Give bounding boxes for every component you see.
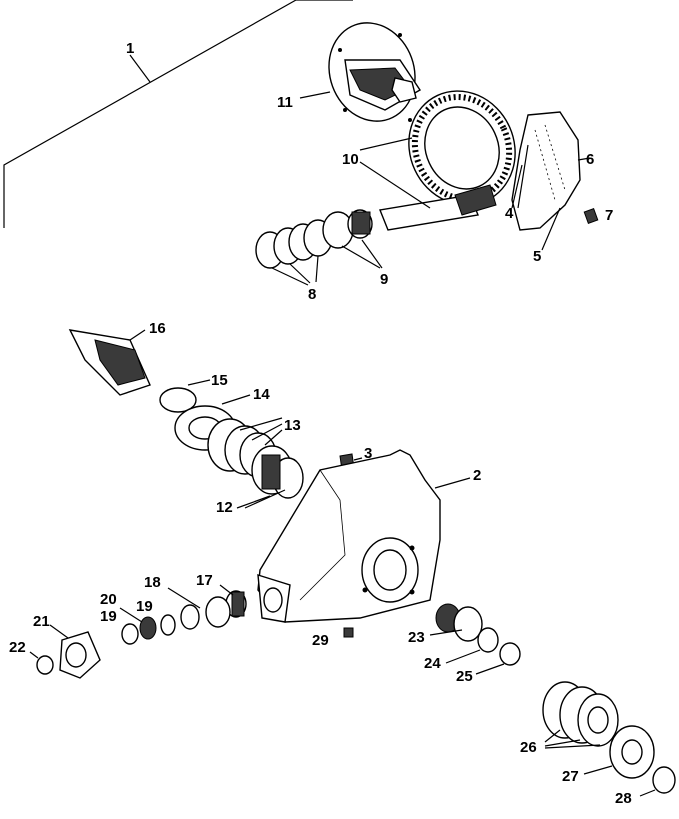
thrust-bushing: [475, 642, 521, 675]
callout-1: 1: [126, 40, 134, 57]
callout-2: 2: [473, 467, 481, 484]
callout-12: 12: [216, 499, 233, 516]
callout-18: 18: [144, 574, 161, 591]
callout-labels: 1 2 3 4 5 6 7 8 9 10 11 12 13 14 15 16 1…: [9, 40, 632, 807]
callout-19b: 19: [100, 608, 117, 625]
callout-3: 3: [364, 445, 372, 462]
callout-9: 9: [380, 271, 388, 288]
shaft-seal: [159, 379, 211, 413]
callout-7: 7: [605, 207, 613, 224]
callout-28: 28: [615, 790, 632, 807]
callout-14: 14: [253, 386, 270, 403]
bearing-cup: [167, 587, 231, 628]
callout-23: 23: [408, 629, 425, 646]
callout-5: 5: [533, 248, 541, 265]
callout-4: 4: [505, 205, 514, 222]
spline-gear: [119, 607, 157, 640]
callout-6: 6: [586, 151, 594, 168]
callout-16: 16: [149, 320, 166, 337]
callout-15: 15: [211, 372, 228, 389]
drive-housing: [257, 449, 471, 623]
callout-24: 24: [424, 655, 441, 672]
axle-flange: [583, 725, 655, 779]
plug-bolt: [583, 208, 599, 224]
callout-27: 27: [562, 768, 579, 785]
callout-22: 22: [9, 639, 26, 656]
axle-spacers: [542, 681, 619, 749]
pinion-shaft: [359, 137, 497, 231]
callout-20: 20: [100, 591, 117, 608]
cover-seal: [29, 651, 54, 675]
callout-8: 8: [308, 286, 316, 303]
input-shaft: [68, 329, 151, 396]
drain-plug: [343, 627, 354, 638]
side-gear: [429, 603, 483, 642]
callout-11: 11: [277, 94, 293, 111]
shim-stack: [255, 219, 333, 286]
end-cover: [49, 624, 101, 679]
callout-10: 10: [342, 151, 359, 168]
thrust-washer: [160, 614, 176, 636]
cover-gasket: [511, 111, 591, 251]
snap-ring-outer: [180, 604, 200, 630]
pinion-bearing: [322, 209, 383, 269]
callout-17: 17: [196, 572, 213, 589]
differential-case: [299, 22, 421, 122]
input-bearing: [236, 445, 304, 509]
callout-13: 13: [284, 417, 301, 434]
callout-26: 26: [520, 739, 537, 756]
flange-seal: [639, 766, 676, 797]
snap-ring-inner: [121, 623, 139, 645]
callout-19a: 19: [136, 598, 153, 615]
output-bearing: [219, 584, 247, 618]
assembly-bracket: [3, 0, 353, 228]
callout-29: 29: [312, 632, 329, 649]
callout-21: 21: [33, 613, 50, 630]
callout-25: 25: [456, 668, 473, 685]
spider-gear: [445, 627, 499, 664]
